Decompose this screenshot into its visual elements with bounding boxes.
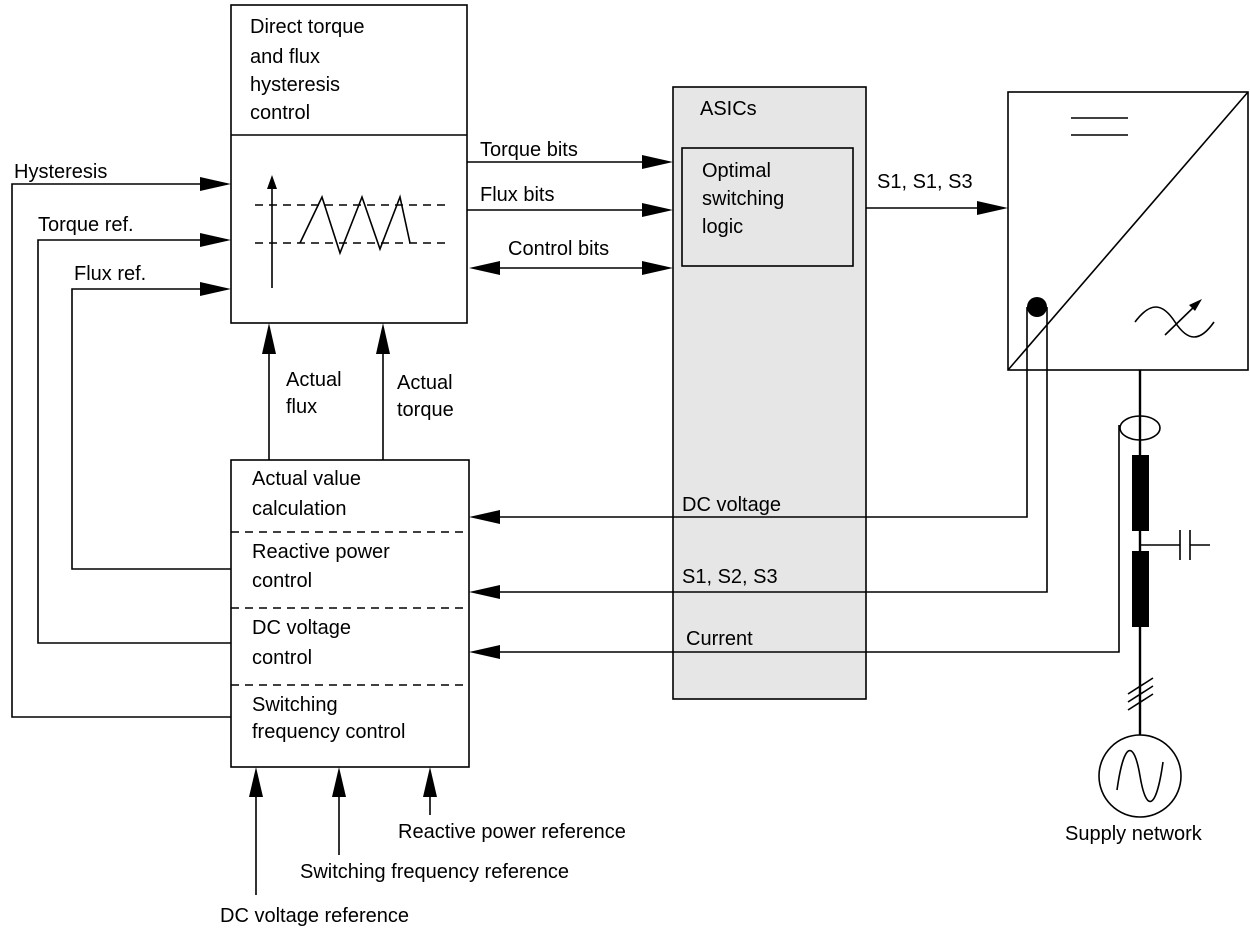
- current-label: Current: [686, 628, 753, 650]
- dc-voltage-sensor: [1027, 297, 1047, 317]
- inductor-2-icon: [1132, 551, 1149, 627]
- control-bits-label: Control bits: [508, 238, 609, 260]
- hysteresis-input: Hysteresis: [11, 161, 231, 718]
- switch-state-signal: S1, S2, S3: [469, 307, 1048, 599]
- capacitor-icon: [1140, 530, 1210, 560]
- control-bits-signal: Control bits: [469, 238, 673, 275]
- hysteresis-control-block: Direct torque and flux hysteresis contro…: [230, 4, 468, 324]
- hysteresis-block-title-4: control: [250, 102, 310, 124]
- actual-torque-label-1: Actual: [397, 372, 453, 394]
- current-transformer-icon: [1119, 415, 1161, 441]
- actual-torque-arrow: Actual torque: [376, 323, 454, 460]
- torque-bits-label: Torque bits: [480, 139, 578, 161]
- calc-section4-line2: frequency control: [252, 721, 405, 743]
- actual-flux-label-1: Actual: [286, 369, 342, 391]
- switch-output-signal: S1, S1, S3: [866, 171, 1008, 215]
- calc-section1-line1: Actual value: [252, 468, 361, 490]
- asics-title: ASICs: [700, 98, 757, 120]
- reactive-power-reference-input: Reactive power reference: [398, 767, 626, 843]
- dc-voltage-reference-label: DC voltage reference: [220, 905, 409, 927]
- supply-network-label: Supply network: [1065, 823, 1203, 845]
- three-phase-marker-icon: [1127, 677, 1154, 711]
- supply-network: Supply network: [1065, 370, 1210, 845]
- actual-flux-label-2: flux: [286, 396, 317, 418]
- reactive-power-reference-label: Reactive power reference: [398, 821, 626, 843]
- asics-block: ASICs Optimal switching logic: [672, 86, 867, 700]
- calc-section3-line1: DC voltage: [252, 617, 351, 639]
- calc-section1-line2: calculation: [252, 498, 347, 520]
- calc-section4-line1: Switching: [252, 694, 338, 716]
- optimal-switching-logic-2: switching: [702, 188, 784, 210]
- dc-voltage-signal: DC voltage: [469, 307, 1028, 524]
- hysteresis-symbol: [255, 175, 450, 288]
- ac-source-icon: [1098, 734, 1182, 818]
- hysteresis-block-title-1: Direct torque: [250, 16, 365, 38]
- actual-flux-arrow: Actual flux: [262, 323, 342, 460]
- switching-frequency-reference-label: Switching frequency reference: [300, 861, 569, 883]
- hysteresis-label: Hysteresis: [14, 161, 107, 183]
- actual-value-calculation-block: Actual value calculation Reactive power …: [230, 459, 470, 768]
- switch-output-label: S1, S1, S3: [877, 171, 973, 193]
- dc-voltage-reference-input: DC voltage reference: [220, 767, 409, 927]
- actual-torque-label-2: torque: [397, 399, 454, 421]
- hysteresis-block-title-3: hysteresis: [250, 74, 340, 96]
- flux-ref-label: Flux ref.: [74, 263, 146, 285]
- inductor-1-icon: [1132, 455, 1149, 531]
- flux-ref-input: Flux ref.: [71, 263, 231, 570]
- torque-bits-signal: Torque bits: [467, 139, 673, 169]
- current-signal: Current: [469, 425, 1120, 659]
- dc-voltage-label: DC voltage: [682, 494, 781, 516]
- switching-frequency-reference-input: Switching frequency reference: [300, 767, 569, 883]
- flux-bits-label: Flux bits: [480, 184, 554, 206]
- hysteresis-block-title-2: and flux: [250, 46, 320, 68]
- flux-bits-signal: Flux bits: [467, 184, 673, 217]
- optimal-switching-logic-3: logic: [702, 216, 743, 238]
- converter-block: [1007, 91, 1249, 371]
- torque-ref-label: Torque ref.: [38, 214, 134, 236]
- calc-section2-line2: control: [252, 570, 312, 592]
- calc-section3-line2: control: [252, 647, 312, 669]
- switch-state-label: S1, S2, S3: [682, 566, 778, 588]
- calc-section2-line1: Reactive power: [252, 541, 390, 563]
- optimal-switching-logic-1: Optimal: [702, 160, 771, 182]
- torque-ref-input: Torque ref.: [37, 214, 231, 644]
